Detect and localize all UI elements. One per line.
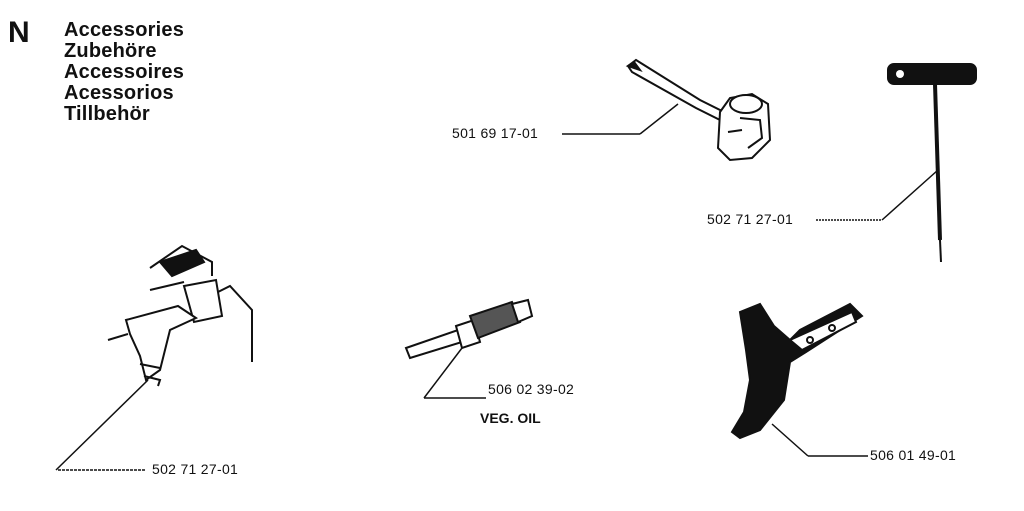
bucking-spike-illustration (730, 302, 864, 440)
title-french: Accessoires (64, 61, 185, 83)
combination-wrench-illustration (625, 58, 772, 162)
leader-line-506-01-49-01-angle (771, 423, 809, 457)
oil-pump-plunger-illustration (404, 298, 534, 360)
oil-pump-assembly-illustration (107, 244, 253, 387)
part-number-label: 501 69 17-01 (452, 125, 539, 141)
part-number-label: 506 01 49-01 (870, 447, 957, 463)
t-handle-screwdriver-illustration (887, 63, 977, 263)
leader-line-501-69-17-01-angle (639, 103, 679, 135)
part-number-label: 502 71 27-01 (707, 211, 794, 227)
leader-line-502-71-27-01-top-angle (881, 169, 939, 221)
part-number-label: 502 71 27-01 (152, 461, 239, 477)
section-letter: N (8, 16, 30, 49)
title-english: Accessories (64, 19, 185, 41)
title-block: Accessories Zubehöre Accessoires Acessor… (64, 20, 184, 125)
part-number-label: 506 02 39-02 (488, 381, 575, 397)
leader-line-506-02-39-02-angle (423, 347, 463, 399)
leader-line-502-71-27-01-bottom-angle (55, 379, 149, 471)
title-german: Zubehöre (64, 40, 157, 62)
title-swedish: Tillbehör (64, 103, 150, 125)
title-spanish: Acessorios (64, 82, 174, 104)
part-note-label: VEG. OIL (480, 410, 541, 426)
